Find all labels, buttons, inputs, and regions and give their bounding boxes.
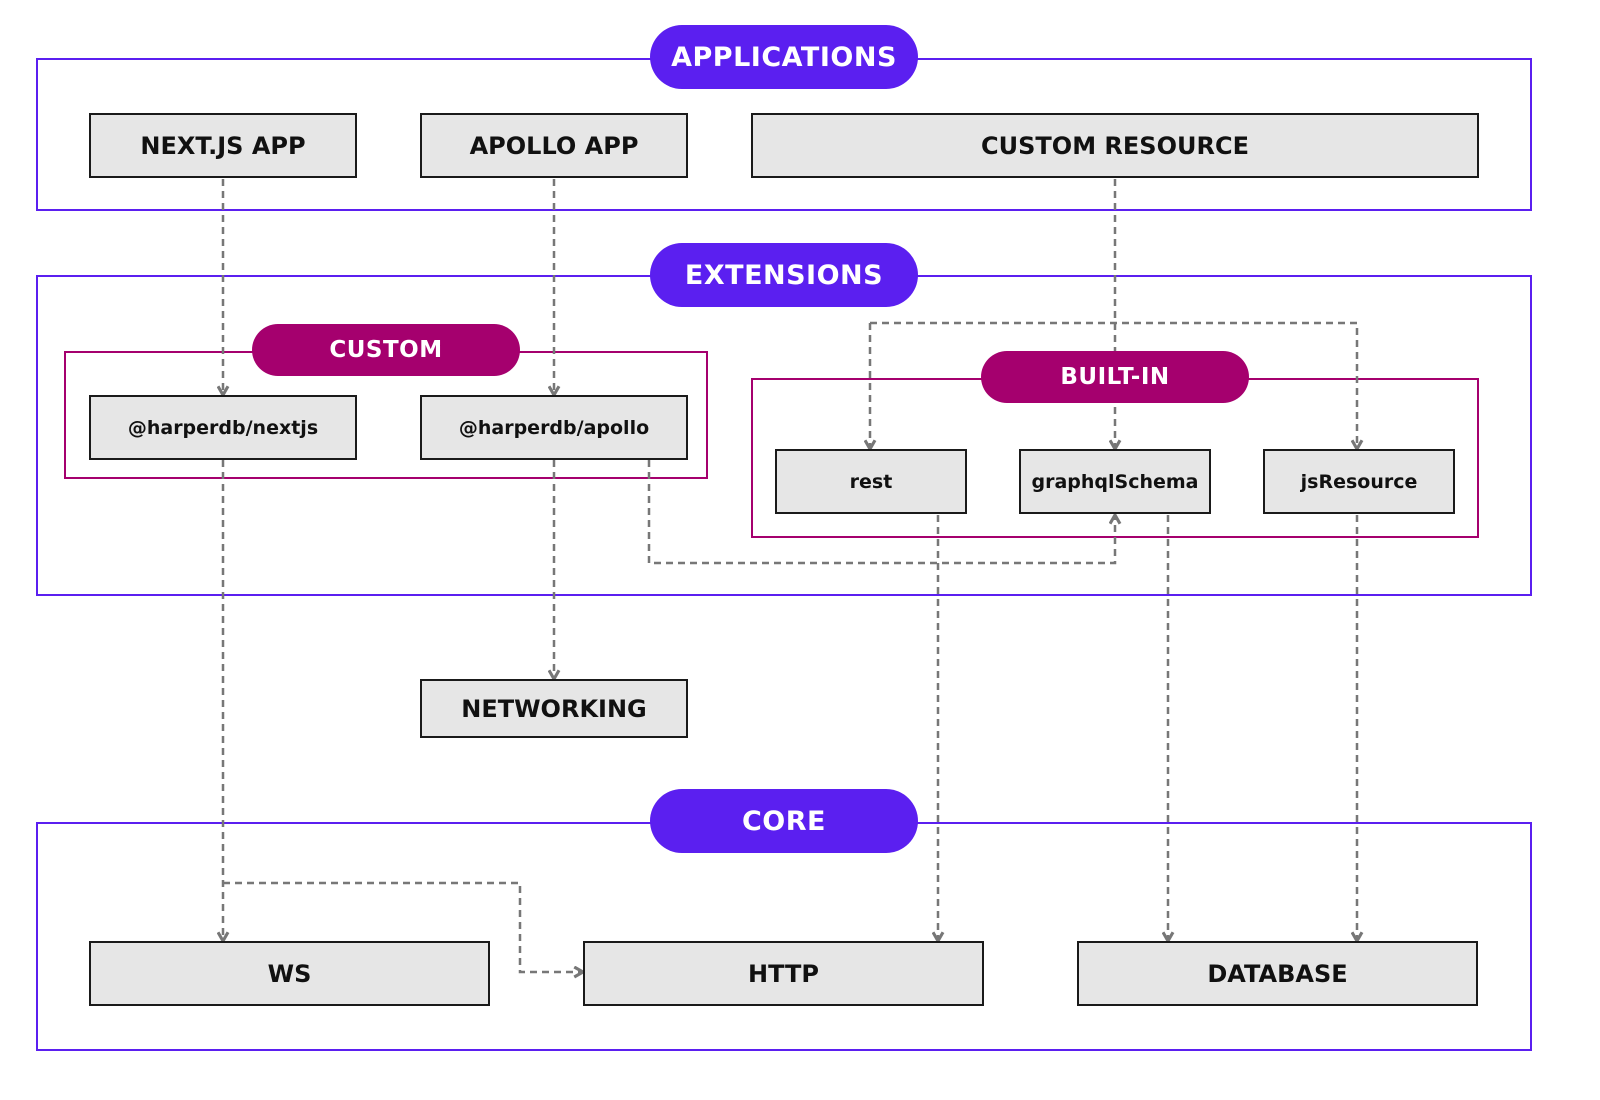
rest-node: rest [775,449,967,514]
extensions-layer-title: EXTENSIONS [650,243,918,307]
core-layer [36,822,1532,1051]
core-layer-title: CORE [650,789,918,853]
jsresource-node: jsResource [1263,449,1455,514]
nextjs-app-node: NEXT.JS APP [89,113,357,178]
custom-resource-node: CUSTOM RESOURCE [751,113,1479,178]
apollo-app-node: APOLLO APP [420,113,688,178]
custom-group-title: CUSTOM [252,324,520,376]
http-node: HTTP [583,941,984,1006]
built-in-group-title: BUILT-IN [981,351,1249,403]
networking-node: NETWORKING [420,679,688,738]
graphqlschema-node: graphqlSchema [1019,449,1211,514]
applications-layer-title: APPLICATIONS [650,25,918,89]
harperdb-nextjs-node: @harperdb/nextjs [89,395,357,460]
harperdb-apollo-node: @harperdb/apollo [420,395,688,460]
ws-node: WS [89,941,490,1006]
database-node: DATABASE [1077,941,1478,1006]
